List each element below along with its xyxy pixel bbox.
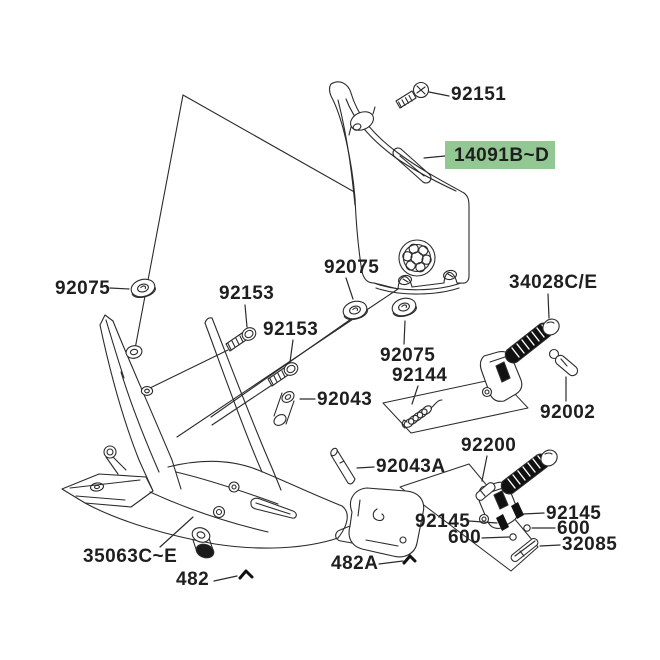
washer-600-right-drawing	[523, 524, 531, 532]
part-label-92153-lower: 92153	[263, 319, 319, 340]
bolt-92002-drawing	[548, 348, 579, 377]
footpeg-upper-drawing	[479, 318, 560, 402]
part-label-34028CE: 34028C/E	[509, 272, 598, 293]
part-label-600-right: 600	[557, 518, 591, 539]
collar-92043-drawing	[273, 391, 295, 426]
part-label-92151: 92151	[451, 84, 507, 105]
part-label-482: 482	[176, 569, 210, 590]
leader-lines	[109, 91, 567, 582]
damper-92145-left-drawing	[496, 514, 509, 531]
spring-92144-drawing	[401, 399, 443, 429]
frame-drawing	[61, 314, 348, 559]
pin-92043A-drawing	[330, 447, 356, 485]
heel-guard-drawing	[328, 81, 470, 295]
part-label-92043A: 92043A	[376, 456, 446, 477]
part-label-14091BD-highlighted: 14091B~D	[445, 141, 556, 169]
part-label-92075-middle: 92075	[324, 257, 380, 278]
part-label-92075-left: 92075	[55, 278, 111, 299]
part-label-92144: 92144	[392, 365, 448, 386]
washer-600-left-drawing	[509, 533, 517, 541]
part-label-35063CE: 35063C~E	[83, 546, 178, 567]
bolt-drawings	[225, 327, 299, 387]
stud-92200-drawing	[475, 482, 496, 501]
screw-92151-drawing	[395, 81, 430, 109]
damper-92145-right-drawing	[511, 502, 524, 519]
pin-32085-drawing	[510, 538, 539, 562]
part-label-92145-left: 92145	[415, 511, 471, 532]
pivot-bracket-drawing	[335, 487, 425, 558]
grommet-drawings	[130, 278, 417, 320]
part-label-600-left: 600	[448, 527, 482, 548]
part-label-32085: 32085	[562, 534, 618, 555]
part-label-92075-lower: 92075	[380, 345, 436, 366]
part-label-92043: 92043	[317, 389, 373, 410]
assembly-group-boxes	[382, 377, 539, 572]
clip-482A-drawing	[402, 554, 417, 565]
part-label-92002: 92002	[540, 402, 596, 423]
part-label-92200: 92200	[461, 435, 517, 456]
part-label-92153-upper: 92153	[219, 283, 275, 304]
part-label-482A: 482A	[331, 553, 379, 574]
part-label-92145-right: 92145	[546, 503, 602, 524]
clip-482-drawing	[238, 569, 254, 580]
